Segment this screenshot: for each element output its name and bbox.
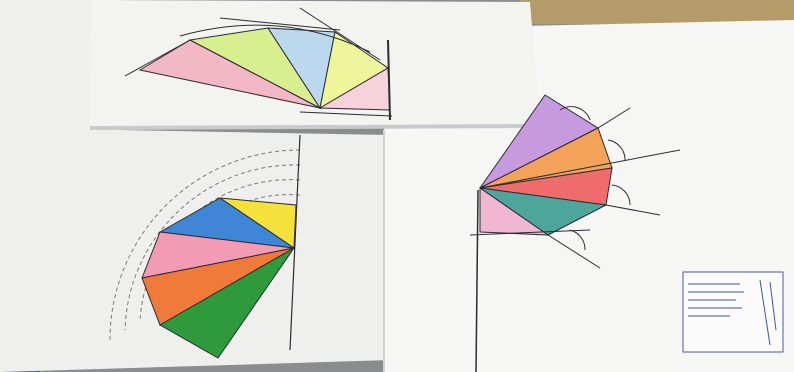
- top-construction-line-1: [124, 39, 191, 77]
- top-vertical-line: [387, 39, 391, 121]
- right-construction-line-1: [479, 149, 681, 189]
- desk-edge-top-right: [520, 0, 794, 24]
- right-arc-4: [569, 229, 586, 251]
- right-arc-3: [611, 184, 631, 206]
- top-arc: [179, 24, 371, 53]
- top-paper-drawing: [124, 7, 393, 121]
- top-construction-line-3: [299, 7, 381, 61]
- right-construction-line-3: [597, 107, 631, 129]
- right-vertical-axis: [475, 189, 479, 372]
- top-construction-line-2: [219, 17, 341, 31]
- right-construction-line-4: [605, 204, 661, 216]
- right-construction-line-5: [469, 229, 591, 236]
- left-green-triangle: [158, 247, 295, 359]
- right-arc-1: [559, 106, 591, 121]
- left-arc-1: [109, 149, 301, 341]
- right-arc-2: [607, 139, 626, 161]
- handwritten-note-lines: [688, 279, 777, 346]
- left-arc-2: [124, 164, 301, 331]
- right-paper-drawing: [469, 94, 784, 372]
- left-paper-drawing: [109, 134, 301, 359]
- right-construction-line-2: [547, 234, 601, 269]
- top-paper-shadow: [89, 124, 541, 130]
- left-vertical-axis: [289, 134, 301, 351]
- top-construction-line-4: [299, 111, 393, 117]
- handwritten-note-box: [682, 271, 784, 353]
